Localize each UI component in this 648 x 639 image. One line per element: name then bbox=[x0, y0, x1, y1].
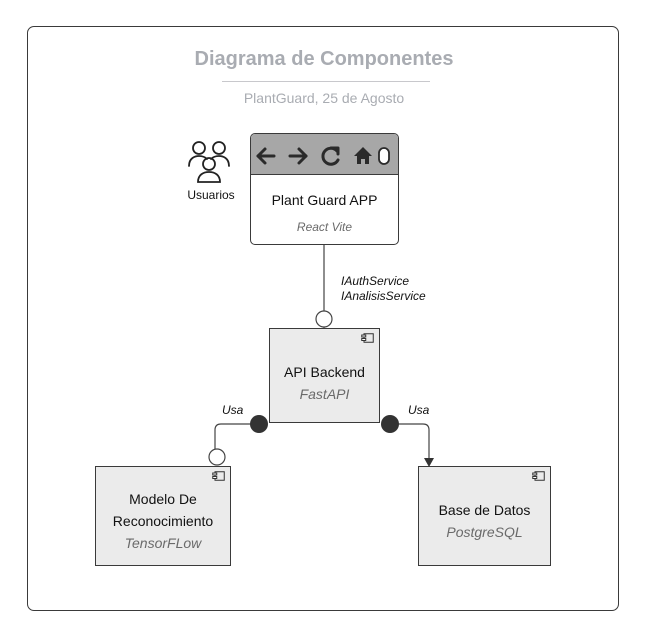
relation-label-right: Usa bbox=[408, 403, 430, 417]
browser-toolbar bbox=[251, 134, 398, 175]
port-api-right bbox=[381, 415, 399, 433]
api-name: API Backend bbox=[284, 364, 365, 380]
interface-lollipop-api bbox=[315, 310, 333, 328]
component-icon bbox=[361, 333, 374, 343]
app-title: Plant Guard APP bbox=[271, 192, 378, 208]
modelo-name-line2: Reconocimiento bbox=[112, 513, 214, 529]
diagram-subtitle: PlantGuard, 25 de Agosto bbox=[243, 90, 405, 106]
diagram-title: Diagrama de Componentes bbox=[194, 48, 454, 70]
base-name: Base de Datos bbox=[438, 502, 531, 518]
api-tech: FastAPI bbox=[299, 386, 350, 402]
connector-api-modelo bbox=[214, 423, 259, 449]
arrow-left-icon bbox=[256, 147, 276, 165]
component-modelo: Modelo De Reconocimiento TensorFLow bbox=[95, 466, 231, 566]
modelo-name-line1: Modelo De bbox=[129, 491, 197, 507]
base-tech: PostgreSQL bbox=[446, 524, 523, 540]
component-icon bbox=[212, 471, 225, 481]
relation-label-left: Usa bbox=[222, 403, 244, 417]
title-divider bbox=[222, 81, 430, 82]
connector-api-base bbox=[390, 423, 430, 462]
home-icon bbox=[354, 147, 372, 164]
reload-icon bbox=[321, 146, 340, 166]
diagram-frame bbox=[27, 26, 619, 611]
arrow-right-icon bbox=[288, 147, 308, 165]
component-icon bbox=[532, 471, 545, 481]
port-api-left bbox=[250, 415, 268, 433]
arrowhead-base bbox=[424, 458, 434, 467]
app-tech: React Vite bbox=[296, 220, 353, 234]
users-label: Usuarios bbox=[187, 188, 235, 202]
interface-label-auth: IAuthService bbox=[341, 274, 410, 288]
interface-lollipop-modelo bbox=[208, 448, 226, 466]
users-icon bbox=[188, 141, 230, 183]
interface-label-analisis: IAnalisisService bbox=[341, 289, 426, 303]
modelo-tech: TensorFLow bbox=[124, 535, 202, 551]
app-browser-window: Plant Guard APP React Vite bbox=[250, 133, 399, 245]
component-api-backend: API Backend FastAPI bbox=[269, 328, 380, 423]
component-base-datos: Base de Datos PostgreSQL bbox=[418, 466, 551, 566]
mouse-icon bbox=[378, 147, 390, 165]
